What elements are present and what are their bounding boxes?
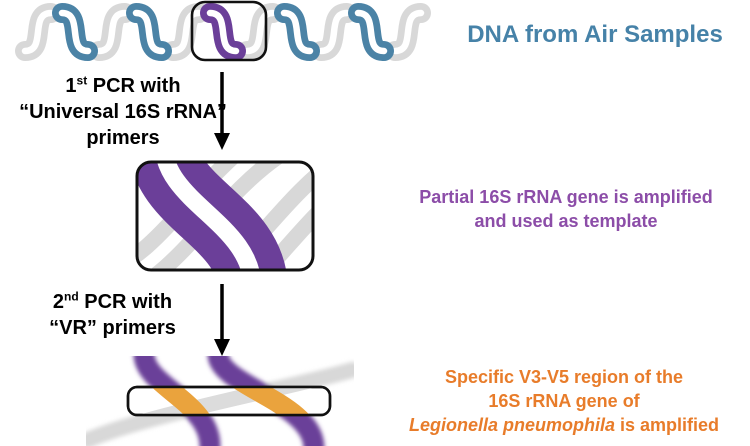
v3-v5-amplicon-icon [86, 356, 354, 446]
amplicon-caption-line3: Legionella pneumophila is amplified [408, 415, 720, 435]
template-caption-line1: Partial 16S rRNA gene is amplified [419, 187, 713, 207]
template-caption: Partial 16S rRNA gene is amplified and u… [380, 185, 750, 233]
air-samples-caption: DNA from Air Samples [467, 21, 723, 48]
template-caption-line2: and used as template [474, 211, 658, 231]
amplicon-caption-line2: 16S rRNA gene of [488, 391, 640, 411]
amplicon-caption-line1: Specific V3-V5 region of the [444, 367, 684, 387]
amplicon-ribbon-2 [208, 387, 324, 415]
arrow-down-icon [214, 72, 230, 150]
step1-line3: primers [86, 127, 160, 149]
template-box-outline [135, 160, 315, 272]
step1-line2: “Universal 16S rRNA” [19, 101, 227, 123]
amplified-16s-template-icon [135, 160, 315, 272]
amplicon-ribbon-1 [134, 387, 220, 415]
species-name: Legionella pneumophila [408, 415, 615, 435]
arrow-down-icon [214, 284, 230, 356]
step1-line1: 1st PCR with [65, 73, 181, 97]
dna-helix-air-sample-icon [15, 0, 431, 62]
amplicon-caption: Specific V3-V5 region of the 16S rRNA ge… [378, 365, 750, 437]
step2-line2: “VR” primers [49, 317, 176, 339]
amplicon-box-outline [126, 385, 332, 417]
target-region-selection-box [190, 0, 268, 62]
step1-label: 1st PCR with “Universal 16S rRNA” primer… [2, 73, 244, 151]
step2-label: 2nd PCR with “VR” primers [15, 289, 210, 341]
step2-line1: 2nd PCR with [52, 289, 173, 313]
